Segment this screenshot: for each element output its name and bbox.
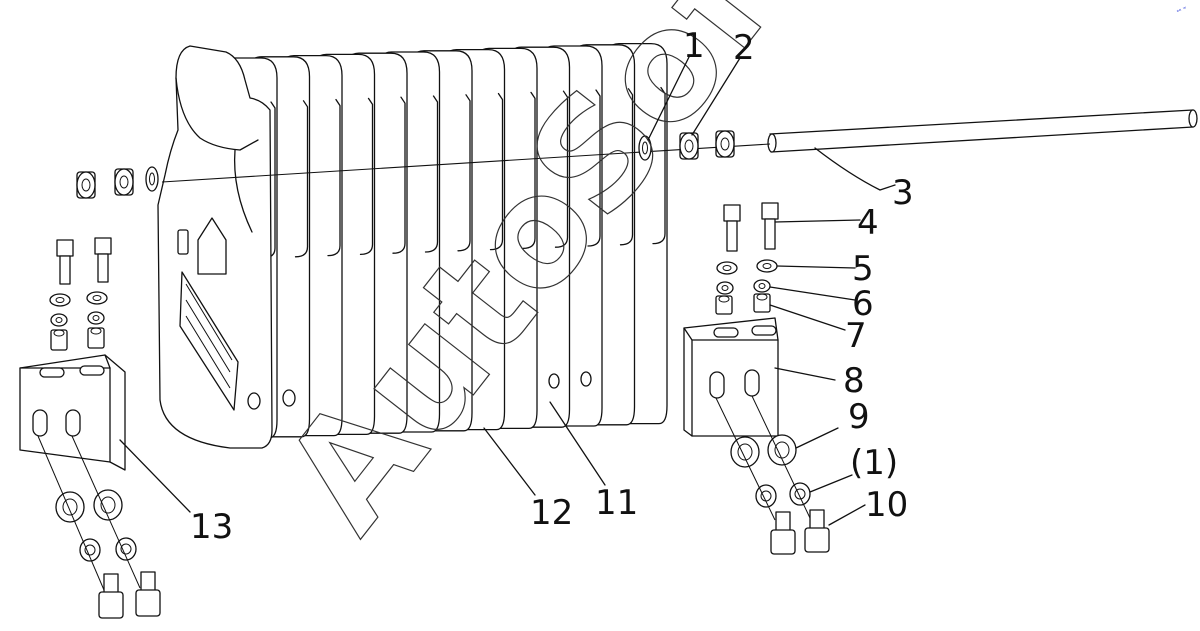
bracket-bottom-bolt-b [804,509,830,553]
leader-lines [119,54,896,526]
callout-13: 13 [190,507,233,547]
left-nut-inner [114,168,134,196]
callout-3: 3 [892,173,914,213]
callout-4: 4 [857,203,879,243]
rod-washer [638,135,652,161]
left-bottom-bolt-b [135,571,161,617]
rod-nut-a [679,132,699,160]
left-washer [145,166,159,192]
bracket-bolt-a [723,204,741,252]
left-bracket-assembly [19,237,161,619]
callout-6: 6 [852,284,874,324]
callout-9: 9 [848,397,870,437]
callout-1: 1 [683,26,705,66]
left-top-bolt-a [56,239,74,285]
callout-8: 8 [843,361,865,401]
front-weight-plate [157,45,592,449]
left-nut-outer [76,171,96,199]
left-rod-nut-washers [76,166,159,199]
rod-nut-b [715,130,735,158]
corner-mark: ᵉᵉ ʷ [1176,5,1188,16]
callout-2: 2 [733,28,755,68]
callout-12: 12 [530,493,573,533]
callout-5: 5 [852,249,874,289]
callout-10: 10 [865,485,908,525]
callout-11: 11 [595,483,638,523]
callout-7: 7 [845,316,867,356]
callout-paren-1: (1) [850,443,898,483]
right-rod-washer-nuts [638,130,735,161]
left-top-bolt-b [94,237,112,283]
right-bracket-assembly [683,202,830,555]
bracket-bottom-bolt-a [770,511,796,555]
tie-rod [161,109,1198,183]
counterweight-stack [157,42,668,449]
left-bottom-bolt-a [98,573,124,619]
callout-labels: 1 2 3 4 5 6 7 8 9 (1) 10 11 12 13 [190,26,914,547]
bracket-bolt-b [761,202,779,250]
